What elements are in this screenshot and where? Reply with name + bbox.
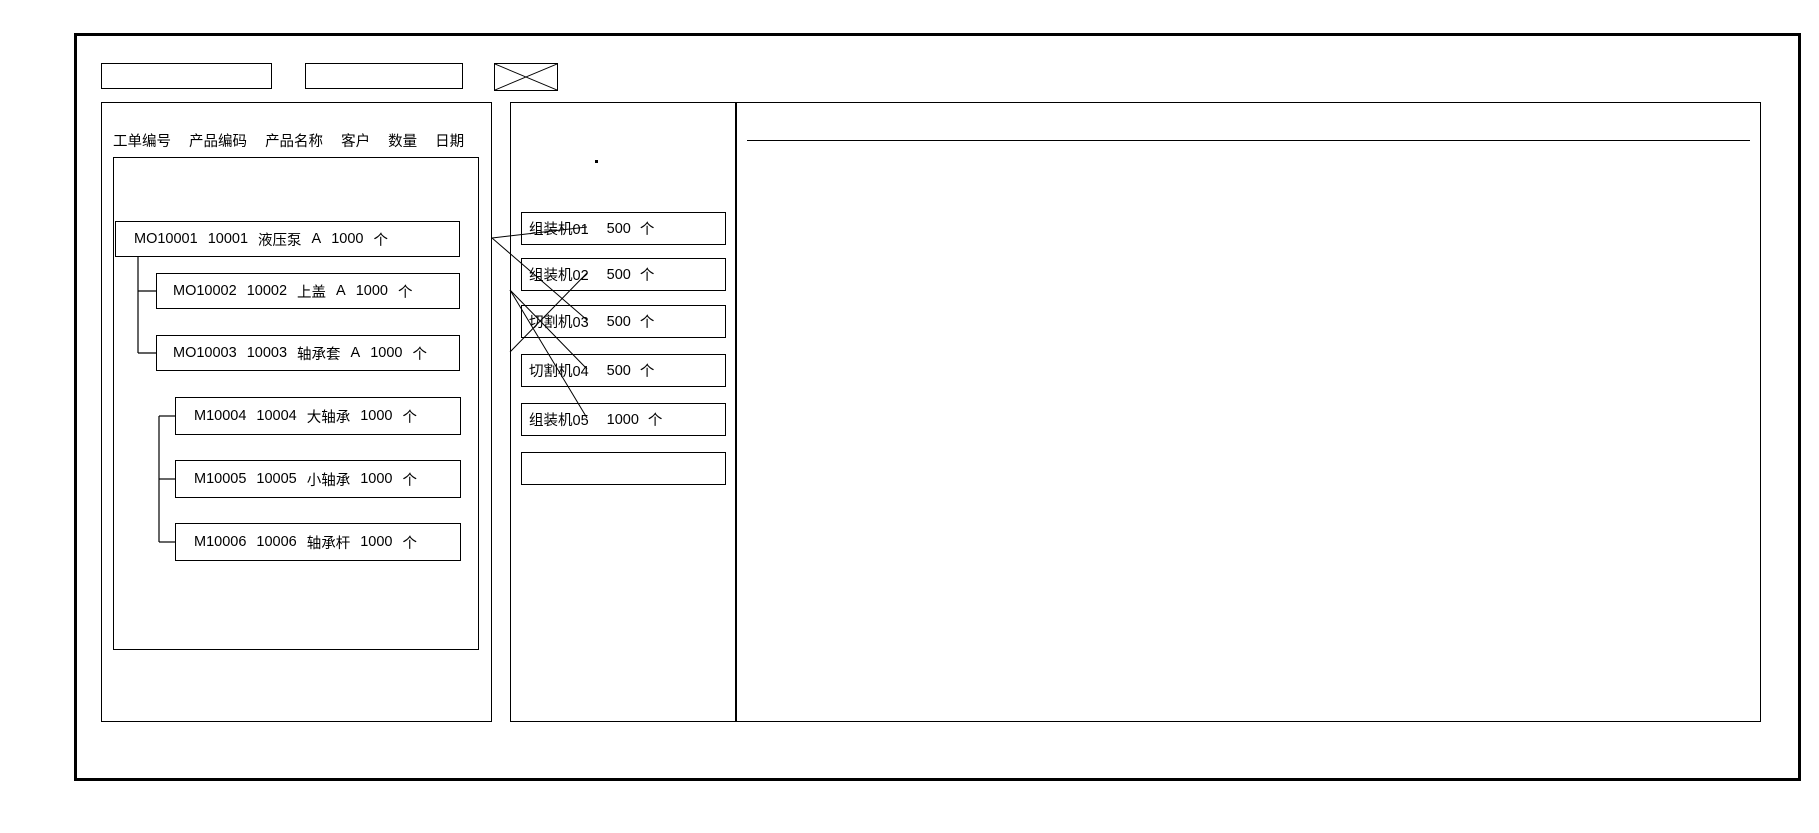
toolbar-field-1[interactable] [101, 63, 272, 89]
row-order-no: M10006 [194, 534, 247, 550]
resource-name: 切割机04 [529, 364, 589, 380]
detail-panel-header-divider [747, 140, 1750, 141]
row-product-code: 10001 [207, 231, 249, 247]
row-customer: A [311, 231, 322, 247]
row-quantity: 1000 [355, 283, 388, 299]
row-product-code: 10002 [246, 283, 288, 299]
table-row[interactable]: MO10003 10003 轴承套 A 1000 个 [156, 335, 460, 371]
row-quantity: 1000 [360, 534, 393, 550]
resource-quantity: 500 [606, 220, 631, 237]
image-placeholder-cross [495, 64, 557, 90]
resource-quantity: 1000 [606, 411, 639, 428]
list-item[interactable]: 切割机03 500 个 [521, 305, 726, 338]
resource-unit: 个 [639, 364, 655, 380]
column-header-customer: 客户 [341, 134, 371, 150]
row-unit: 个 [402, 472, 418, 489]
resource-unit: 个 [639, 268, 655, 284]
work-order-column-headers: 工单编号 产品编码 产品名称 客户 数量 日期 [113, 129, 483, 155]
row-customer: A [336, 283, 346, 299]
resource-quantity: 500 [606, 266, 631, 283]
resource-unit: 个 [639, 315, 655, 331]
toolbar [101, 63, 1761, 95]
table-row[interactable]: MO10001 10001 液压泵 A 1000 个 [115, 221, 460, 257]
row-product-code: 10004 [256, 408, 297, 424]
table-row[interactable]: M10004 10004 大轴承 1000 个 [175, 397, 461, 435]
row-quantity: 1000 [360, 471, 393, 487]
resource-unit: 个 [647, 413, 663, 429]
row-order-no: MO10003 [173, 345, 237, 361]
column-header-product-name: 产品名称 [265, 134, 324, 150]
column-header-order-no: 工单编号 [113, 134, 171, 150]
list-item[interactable]: 切割机04 500 个 [521, 354, 726, 387]
row-product-name: 大轴承 [306, 409, 351, 426]
row-order-no: MO10001 [134, 231, 198, 247]
work-order-panel: 工单编号 产品编码 产品名称 客户 数量 日期 [101, 102, 492, 722]
row-product-code: 10003 [246, 345, 288, 361]
column-header-product-code: 产品编码 [189, 134, 248, 150]
row-order-no: MO10002 [173, 283, 237, 299]
list-item[interactable]: 组装机01 500 个 [521, 212, 726, 245]
app-window: 工单编号 产品编码 产品名称 客户 数量 日期 [74, 33, 1801, 781]
resource-name: 组装机05 [529, 413, 589, 429]
list-item[interactable]: 组装机02 500 个 [521, 258, 726, 291]
list-item-empty[interactable] [521, 452, 726, 485]
row-order-no: M10004 [194, 408, 247, 424]
row-unit: 个 [402, 409, 418, 426]
row-product-code: 10006 [256, 534, 297, 550]
resource-quantity: 500 [606, 313, 631, 330]
resource-name: 组装机01 [529, 222, 589, 238]
row-unit: 个 [373, 232, 388, 249]
row-unit: 个 [402, 535, 418, 552]
row-product-name: 小轴承 [306, 472, 351, 489]
row-quantity: 1000 [370, 345, 403, 361]
resource-allocation-panel: 组装机01 500 个 组装机02 500 个 切割机03 500 个 切割机0… [510, 102, 736, 722]
table-row[interactable]: MO10002 10002 上盖 A 1000 个 [156, 273, 460, 309]
row-unit: 个 [397, 284, 413, 301]
table-row[interactable]: M10005 10005 小轴承 1000 个 [175, 460, 461, 498]
row-quantity: 1000 [360, 408, 393, 424]
row-quantity: 1000 [331, 231, 364, 247]
column-header-quantity: 数量 [388, 134, 418, 150]
resource-quantity: 500 [606, 362, 631, 379]
row-unit: 个 [412, 346, 427, 363]
image-placeholder-icon[interactable] [494, 63, 558, 91]
row-product-name: 轴承杆 [306, 535, 351, 552]
row-product-name: 上盖 [297, 284, 327, 301]
row-product-code: 10005 [256, 471, 297, 487]
list-item[interactable]: 组装机05 1000 个 [521, 403, 726, 436]
resource-unit: 个 [639, 222, 655, 238]
row-customer: A [350, 345, 361, 361]
row-product-name: 轴承套 [297, 346, 341, 363]
toolbar-field-2[interactable] [305, 63, 463, 89]
detail-panel [736, 102, 1761, 722]
table-row[interactable]: M10006 10006 轴承杆 1000 个 [175, 523, 461, 561]
row-order-no: M10005 [194, 471, 247, 487]
resource-name: 组装机02 [529, 268, 589, 284]
resource-name: 切割机03 [529, 315, 589, 331]
column-header-date: 日期 [435, 134, 465, 150]
row-product-name: 液压泵 [258, 232, 302, 249]
dot-marker-icon [595, 160, 598, 163]
